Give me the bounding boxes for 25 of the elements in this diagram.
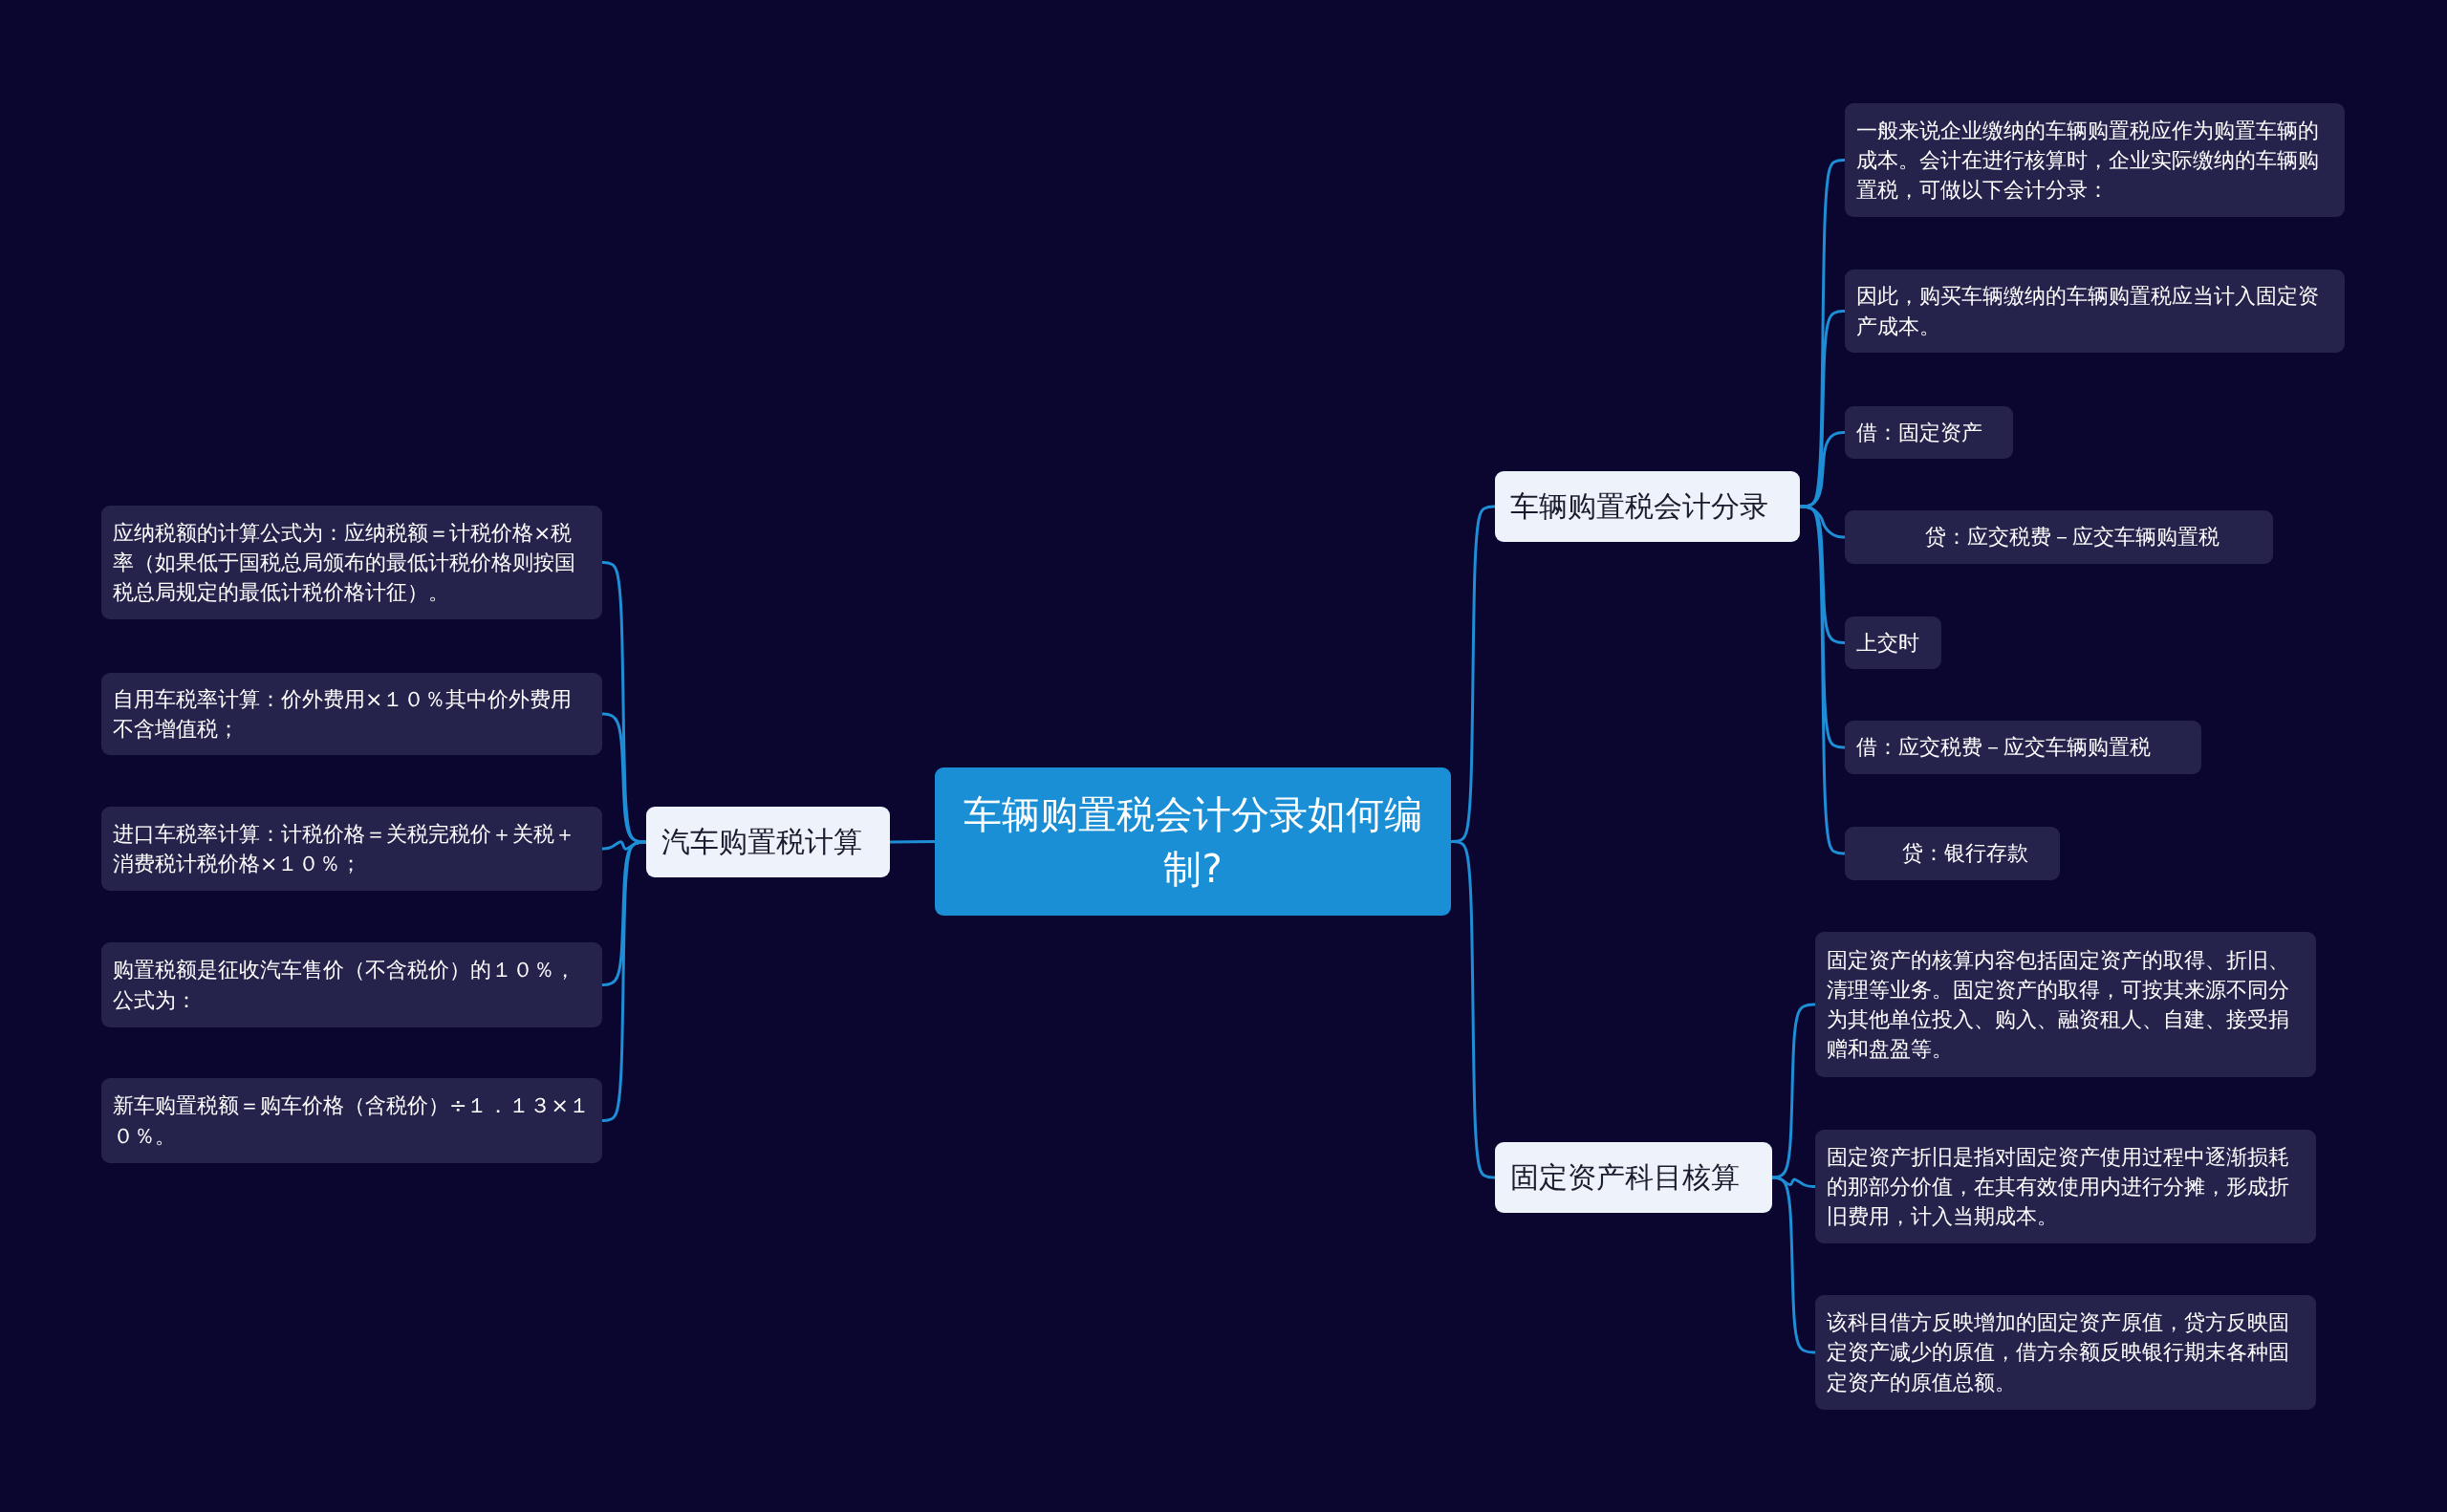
subtopic-box: 固定资产折旧是指对固定资产使用过程中逐渐损耗的那部分价值，在其有效使用内进行分摊，形成折旧费用，计入当期成本。 [1815,1130,2316,1243]
subtopic-box: 进口车税率计算：计税价格＝关税完税价＋关税＋消费税计税价格×１０％； [101,807,602,891]
connector-line [1800,431,1845,508]
branch-topic-box: 固定资产科目核算 [1495,1142,1772,1213]
subtopic-box: 固定资产的核算内容包括固定资产的取得、折旧、清理等业务。固定资产的取得，可按其来源不同分为其他单位投入、购入、融资租人、自建、接受捐赠和盘盈等。 [1815,932,2316,1077]
subtopic-box: 应纳税额的计算公式为：应纳税额＝计税价格×税率（如果低于国税总局颁布的最低计税价格则按国税总局规定的最低计税价格计征）。 [101,506,602,619]
subtopic-box: 借：固定资产 [1845,406,2013,459]
subtopic-box: 购置税额是征收汽车售价（不含税价）的１０％，公式为： [101,942,602,1027]
branch-topic-box: 车辆购置税会计分录 [1495,471,1800,542]
subtopic-box: 自用车税率计算：价外费用×１０％其中价外费用不含增值税； [101,673,602,755]
connector-line [1800,505,1846,855]
subtopic-box: 上交时 [1845,616,1941,669]
subtopic-box: 借：应交税费－应交车辆购置税 [1845,721,2201,774]
branch-topic-box: 汽车购置税计算 [646,807,890,877]
subtopic-box: 贷：银行存款 [1845,827,2060,880]
subtopic-box: 新车购置税额＝购车价格（含税价）÷１．１３×１０％。 [101,1078,602,1163]
connector-line [602,840,646,1122]
connector-line [602,712,646,844]
connector-line [1450,840,1496,1179]
central-topic-box: 车辆购置税会计分录如何编制? [935,767,1451,916]
subtopic-box: 一般来说企业缴纳的车辆购置税应作为购置车辆的成本。会计在进行核算时，企业实际缴纳的车辆购置税，可做以下会计分录： [1845,103,2345,217]
connector-line [890,840,935,844]
subtopic-box: 贷：应交税费－应交车辆购置税 [1845,510,2273,564]
subtopic-box: 因此，购买车辆缴纳的车辆购置税应当计入固定资产成本。 [1845,270,2345,353]
subtopic-box: 该科目借方反映增加的固定资产原值，贷方反映固定资产减少的原值，借方余额反映银行期末各种固定资产的原值总额。 [1815,1295,2316,1410]
